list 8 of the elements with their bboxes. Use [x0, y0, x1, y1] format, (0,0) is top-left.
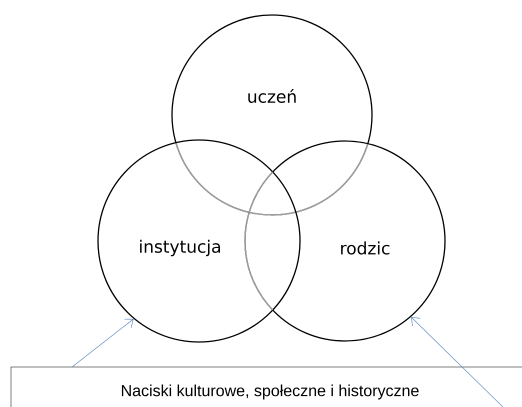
circle-label: uczeń — [248, 89, 296, 103]
circle-label: rodzic — [341, 241, 390, 255]
circle — [244, 140, 446, 342]
circle — [97, 139, 301, 343]
text-box: Naciski kulturowe, społeczne i historyczne — [10, 366, 522, 407]
arrow — [72, 318, 134, 368]
circle — [171, 14, 373, 216]
circle-label: instytucja — [140, 240, 220, 256]
